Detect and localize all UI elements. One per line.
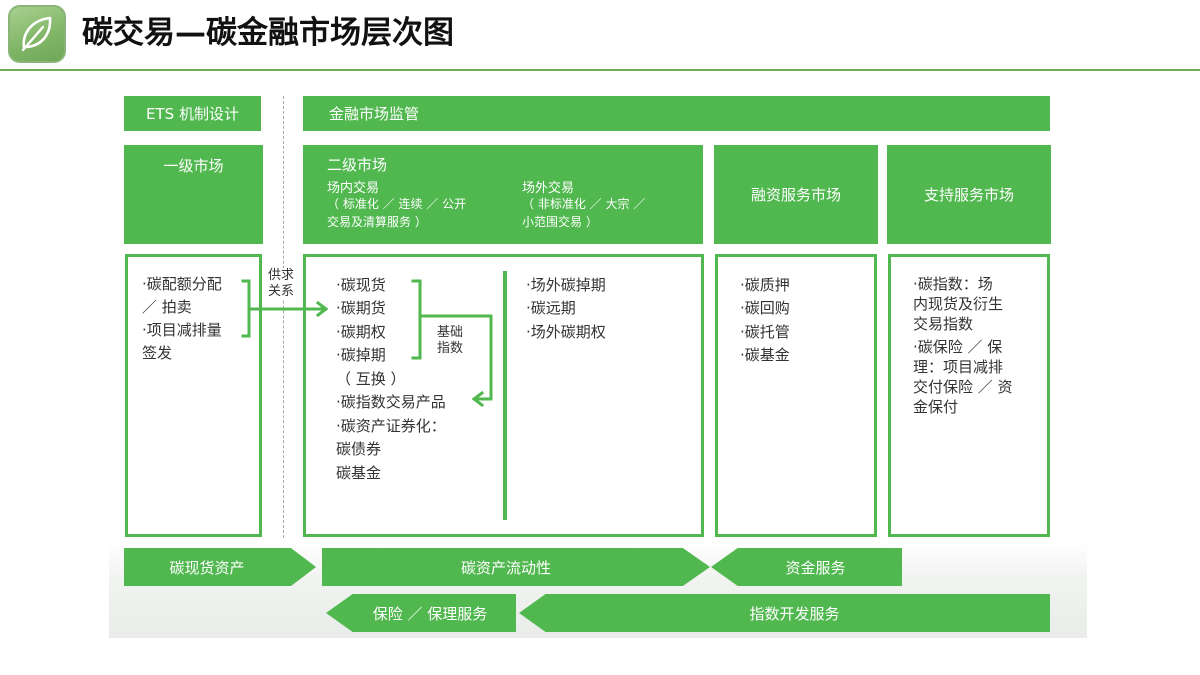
support-item: 交易指数 — [913, 315, 974, 333]
financing-item: ·碳基金 — [740, 346, 790, 364]
liquidity-arrow: 碳资产流动性 — [322, 548, 710, 586]
index-arrow-line — [418, 314, 493, 401]
dashed-divider — [283, 96, 284, 538]
financing-market-header: 融资服务市场 — [714, 145, 878, 244]
primary-market-box: ·碳配额分配 ／ 拍卖 ·项目减排量 签发 — [125, 254, 262, 537]
support-item: 内现货及衍生 — [913, 295, 1004, 313]
financing-market-box: ·碳质押 ·碳回购 ·碳托管 ·碳基金 — [715, 254, 877, 537]
title-divider — [0, 69, 1200, 71]
base-index-label: 基础 指数 — [437, 325, 463, 357]
primary-item: 签发 — [142, 344, 173, 362]
otc-title: 场外交易 — [522, 181, 575, 196]
financing-item: ·碳质押 — [740, 276, 790, 294]
primary-item: ·项目减排量 — [142, 321, 222, 339]
insurance-service-label: 保险 ／ 保理服务 — [372, 604, 488, 623]
leaf-icon — [21, 16, 52, 52]
primary-market-title: 一级市场 — [163, 157, 224, 175]
financing-market-title: 融资服务市场 — [750, 186, 841, 204]
onexchange-item: 碳基金 — [336, 464, 382, 482]
support-item: 交付保险 ／ 资 — [913, 378, 1013, 396]
primary-item: ／ 拍卖 — [142, 298, 192, 316]
support-item: 金保付 — [913, 398, 959, 416]
onexchange-desc-line2: 交易及清算服务 ） — [327, 215, 427, 229]
onexchange-item: ·碳指数交易产品 — [336, 393, 446, 411]
regulation-label: 金融市场监管 — [329, 105, 420, 123]
onexchange-title: 场内交易 — [327, 181, 380, 196]
supply-relation-label: 供求 关系 — [268, 268, 295, 300]
base-index-line: 指数 — [437, 341, 464, 356]
support-item: ·碳保险 ／ 保 — [913, 338, 1003, 356]
otc-item: ·场外碳期权 — [526, 323, 606, 341]
otc-desc-line1: （ 非标准化 ／ 大宗 ／ — [522, 197, 646, 211]
primary-item: ·碳配额分配 — [142, 275, 222, 293]
onexchange-item: ·碳掉期 — [336, 346, 386, 364]
base-index-line: 基础 — [437, 325, 464, 340]
logo-badge — [8, 5, 66, 63]
index-arrow-head — [471, 390, 485, 408]
capital-service-label: 资金服务 — [785, 558, 846, 577]
onexchange-item: ·碳资产证券化： — [336, 417, 446, 435]
supply-arrow-head — [315, 300, 329, 318]
onexchange-item: ·碳现货 — [336, 276, 386, 294]
onexchange-item: ·碳期货 — [336, 299, 386, 317]
otc-divider — [503, 271, 507, 520]
secondary-market-box: ·碳现货 ·碳期货 ·碳期权 ·碳掉期 （ 互换 ） ·碳指数交易产品 ·碳资产… — [303, 254, 704, 537]
spot-asset-arrow: 碳现货资产 — [124, 548, 316, 586]
secondary-market-header: 二级市场 场内交易 （ 标准化 ／ 连续 ／ 公开 交易及清算服务 ） 场外交易… — [303, 145, 703, 244]
ets-bar: ETS 机制设计 — [124, 96, 261, 131]
secondary-market-title: 二级市场 — [327, 156, 388, 174]
index-dev-label: 指数开发服务 — [749, 604, 840, 623]
financing-item: ·碳托管 — [740, 323, 790, 341]
regulation-bar: 金融市场监管 — [303, 96, 1050, 131]
capital-service-arrow: 资金服务 — [711, 548, 902, 586]
onexchange-item: ·碳期权 — [336, 323, 386, 341]
support-market-box: ·碳指数：场 内现货及衍生 交易指数 ·碳保险 ／ 保 理：项目减排 交付保险 … — [888, 254, 1050, 537]
onexchange-item: （ 互换 ） — [336, 370, 406, 388]
onexchange-item: 碳债券 — [336, 440, 382, 458]
liquidity-label: 碳资产流动性 — [460, 558, 551, 577]
supply-relation-line: 关系 — [268, 284, 295, 299]
otc-item: ·场外碳掉期 — [526, 276, 606, 294]
support-market-header: 支持服务市场 — [887, 145, 1051, 244]
primary-market-header: 一级市场 — [124, 145, 263, 244]
base-bracket — [411, 279, 422, 360]
index-dev-arrow: 指数开发服务 — [519, 594, 1050, 632]
spot-asset-label: 碳现货资产 — [169, 558, 245, 577]
ets-label: ETS 机制设计 — [146, 105, 239, 123]
support-market-title: 支持服务市场 — [923, 186, 1014, 204]
otc-desc-line2: 小范围交易 ） — [522, 215, 598, 229]
page-title: 碳交易—碳金融市场层次图 — [82, 15, 454, 51]
onexchange-desc-line1: （ 标准化 ／ 连续 ／ 公开 — [327, 197, 467, 211]
support-item: 理：项目减排 — [913, 358, 1004, 376]
otc-item: ·碳远期 — [526, 299, 576, 317]
supply-relation-line: 供求 — [268, 268, 295, 283]
support-item: ·碳指数：场 — [913, 275, 993, 293]
insurance-service-arrow: 保险 ／ 保理服务 — [326, 594, 516, 632]
financing-item: ·碳回购 — [740, 299, 790, 317]
